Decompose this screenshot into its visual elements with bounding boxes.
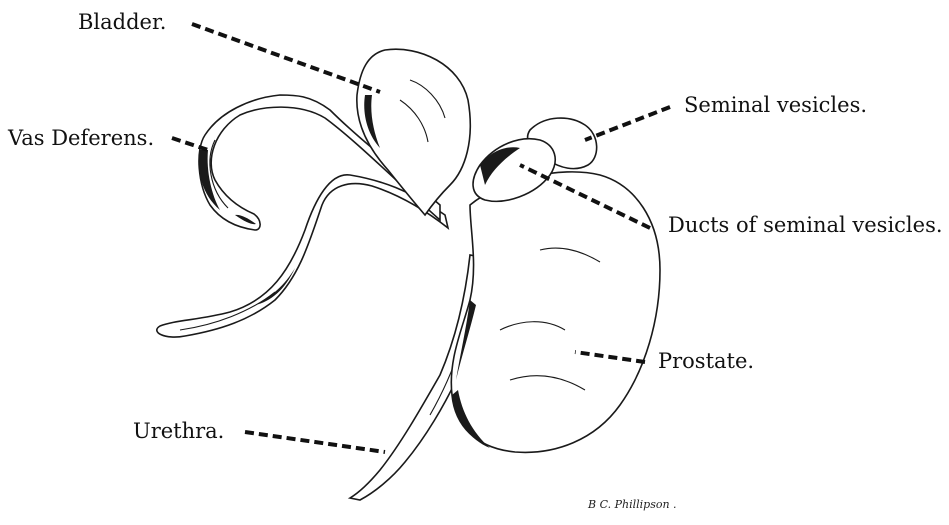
label-seminal-vesicles: Seminal vesicles. xyxy=(684,95,867,116)
label-prostate: Prostate. xyxy=(658,351,754,372)
label-ducts-of-seminal-vesicles: Ducts of seminal vesicles. xyxy=(668,215,943,236)
label-bladder: Bladder. xyxy=(78,12,166,33)
leader-urethra xyxy=(245,432,385,452)
label-vas-deferens: Vas Deferens. xyxy=(8,128,154,149)
leader-bladder xyxy=(192,24,380,92)
artist-signature: B C. Phillipson . xyxy=(588,498,677,511)
label-urethra: Urethra. xyxy=(133,421,224,442)
leader-seminal-vesicles xyxy=(585,107,670,140)
prostate-body xyxy=(451,172,660,453)
bladder-body xyxy=(357,49,470,215)
